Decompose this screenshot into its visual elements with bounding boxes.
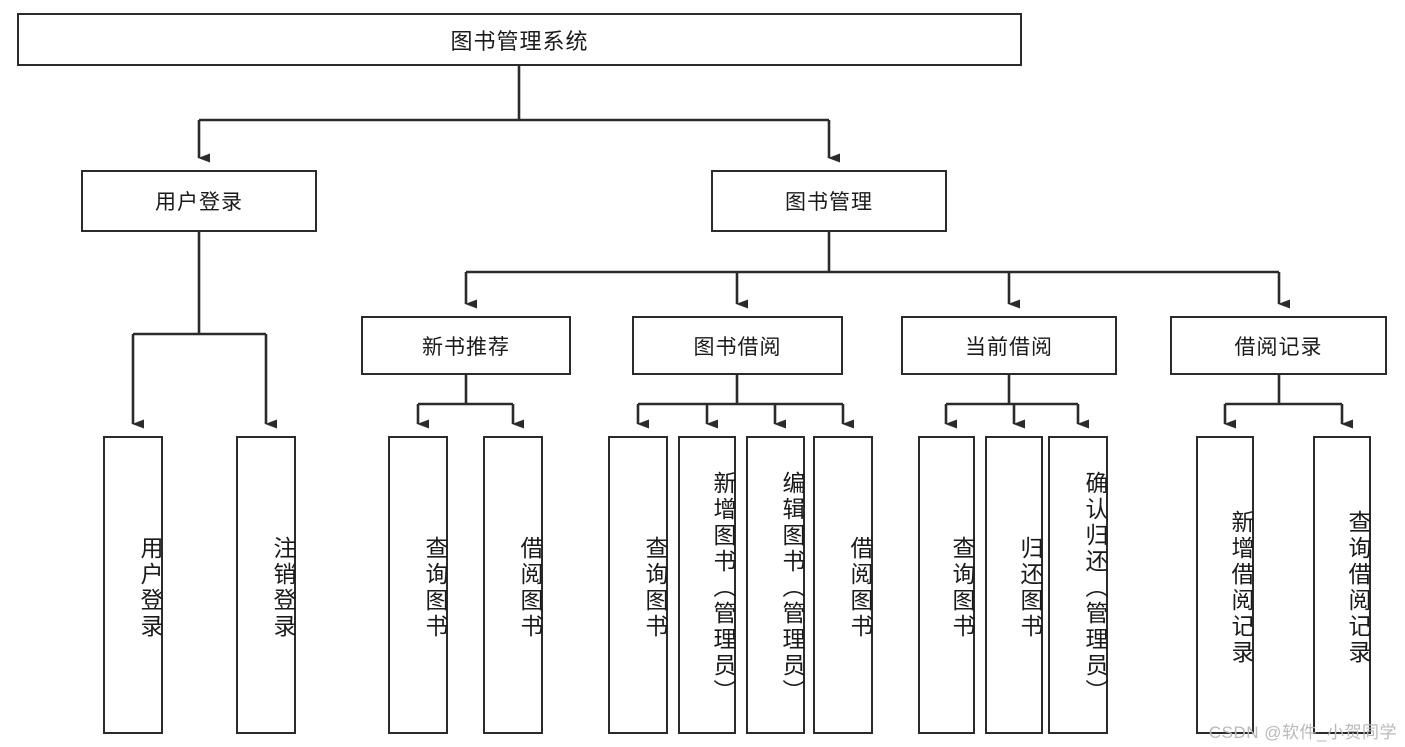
node-leaf-confirm-return[interactable]: 确认归还（管理员） — [1048, 436, 1108, 734]
node-leaf-query-book-2[interactable]: 查询图书 — [608, 436, 668, 734]
node-leaf-add-record-label: 新增借阅记录 — [1228, 510, 1254, 666]
node-leaf-add-book-label: 新增图书（管理员） — [710, 471, 736, 705]
node-leaf-borrow-book-1-label: 借阅图书 — [517, 536, 543, 640]
node-leaf-user-logout[interactable]: 注销登录 — [236, 436, 296, 734]
node-leaf-user-login[interactable]: 用户登录 — [103, 436, 163, 734]
node-borrow-record-label: 借阅记录 — [1234, 335, 1323, 359]
node-book-borrow[interactable]: 图书借阅 — [632, 316, 843, 375]
node-leaf-user-login-label: 用户登录 — [137, 536, 163, 640]
node-leaf-query-book-1[interactable]: 查询图书 — [388, 436, 448, 734]
node-leaf-query-book-3[interactable]: 查询图书 — [918, 436, 975, 734]
node-leaf-borrow-book-2[interactable]: 借阅图书 — [813, 436, 873, 734]
node-root[interactable]: 图书管理系统 — [17, 13, 1022, 66]
node-new-book-recommend[interactable]: 新书推荐 — [361, 316, 571, 375]
node-leaf-borrow-book-2-label: 借阅图书 — [847, 536, 873, 640]
node-leaf-edit-book[interactable]: 编辑图书（管理员） — [746, 436, 805, 734]
node-leaf-query-book-3-label: 查询图书 — [949, 536, 975, 640]
node-leaf-user-logout-label: 注销登录 — [270, 536, 296, 640]
node-leaf-add-record[interactable]: 新增借阅记录 — [1196, 436, 1254, 734]
watermark: CSDN @软件_小贺同学 — [1208, 723, 1397, 742]
node-current-borrow[interactable]: 当前借阅 — [901, 316, 1117, 375]
node-user-login[interactable]: 用户登录 — [81, 170, 317, 232]
node-leaf-query-book-2-label: 查询图书 — [642, 536, 668, 640]
node-book-manage-label: 图书管理 — [785, 191, 873, 214]
node-leaf-query-record[interactable]: 查询借阅记录 — [1313, 436, 1371, 734]
node-borrow-record[interactable]: 借阅记录 — [1170, 316, 1387, 375]
node-root-label: 图书管理系统 — [450, 28, 589, 54]
node-leaf-query-record-label: 查询借阅记录 — [1345, 510, 1371, 666]
node-leaf-return-book[interactable]: 归还图书 — [985, 436, 1043, 734]
node-leaf-borrow-book-1[interactable]: 借阅图书 — [483, 436, 543, 734]
node-leaf-edit-book-label: 编辑图书（管理员） — [779, 471, 805, 705]
node-leaf-return-book-label: 归还图书 — [1017, 536, 1043, 640]
node-leaf-add-book[interactable]: 新增图书（管理员） — [678, 436, 736, 734]
node-book-manage[interactable]: 图书管理 — [711, 170, 947, 232]
node-leaf-query-book-1-label: 查询图书 — [422, 536, 448, 640]
node-new-book-recommend-label: 新书推荐 — [422, 335, 510, 359]
node-user-login-label: 用户登录 — [155, 191, 243, 214]
node-leaf-confirm-return-label: 确认归还（管理员） — [1082, 471, 1108, 705]
node-book-borrow-label: 图书借阅 — [693, 335, 782, 359]
node-current-borrow-label: 当前借阅 — [965, 335, 1053, 359]
